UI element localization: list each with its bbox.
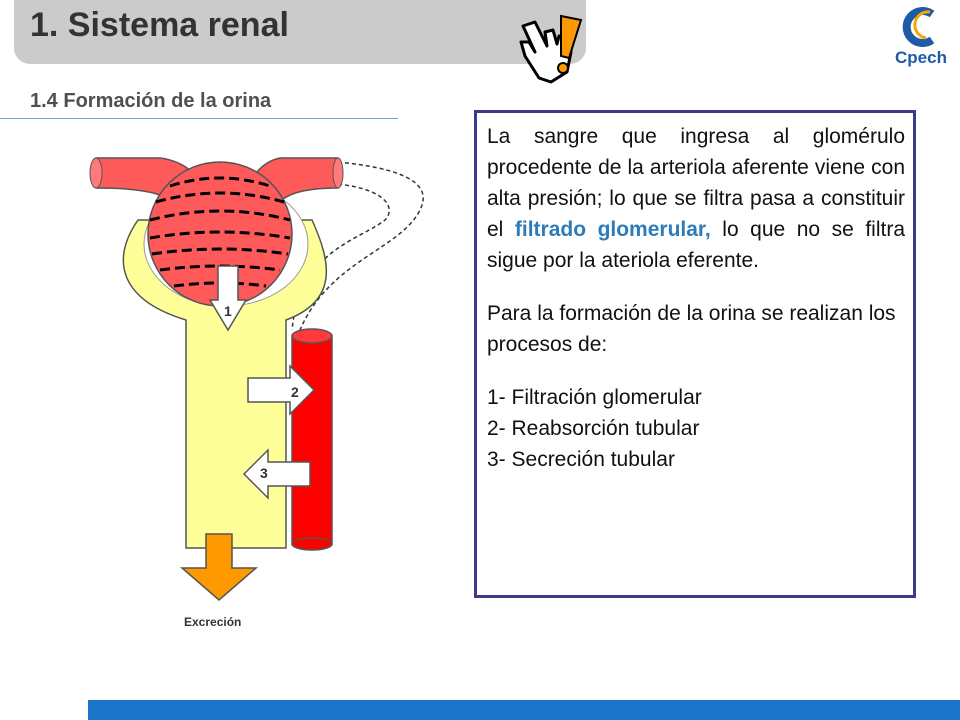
process-item-2: 2- Reabsorción tubular xyxy=(487,417,700,440)
hand-pointer-icon xyxy=(519,14,583,84)
dashed-vessel-upper xyxy=(299,161,424,331)
footer-bar xyxy=(88,700,960,720)
slide-title: 1. Sistema renal xyxy=(30,6,289,44)
peritubular-vessel xyxy=(291,335,333,545)
arrow-excretion xyxy=(179,533,259,601)
process-item-3: 3- Secreción tubular xyxy=(487,448,675,471)
para1-text-b: lo que no se filtra sigue por la ateriol… xyxy=(487,218,906,272)
logo-text: Cpech xyxy=(895,48,947,67)
arrow-1-label: 1 xyxy=(224,303,232,319)
arrow-reabsorption xyxy=(247,364,316,416)
arrow-3-label: 3 xyxy=(260,465,268,481)
arrow-2-label: 2 xyxy=(291,384,299,400)
para1-highlight: filtrado glomerular, xyxy=(514,218,711,241)
arrow-filtration xyxy=(208,265,248,332)
cpech-logo: Cpech xyxy=(886,4,956,74)
title-bar xyxy=(14,0,586,64)
subtitle-underline xyxy=(0,118,398,119)
explanation-box: La sangre que ingresa al glomérulo proce… xyxy=(474,110,916,598)
nephron-diagram: 1 2 3 Excreción xyxy=(89,157,424,629)
logo-c-icon xyxy=(902,7,935,47)
excretion-label: Excreción xyxy=(184,615,241,629)
arrow-secretion xyxy=(242,448,311,500)
paragraph-processes: Para la formación de la orina se realiza… xyxy=(487,302,896,356)
section-subtitle: 1.4 Formación de la orina xyxy=(30,90,272,112)
paragraph-filtration: La sangre que ingresa al glomérulo proce… xyxy=(487,121,905,276)
para1-text-a: La sangre que ingresa al glomérulo proce… xyxy=(487,125,905,241)
process-item-1: 1- Filtración glomerular xyxy=(487,386,702,409)
